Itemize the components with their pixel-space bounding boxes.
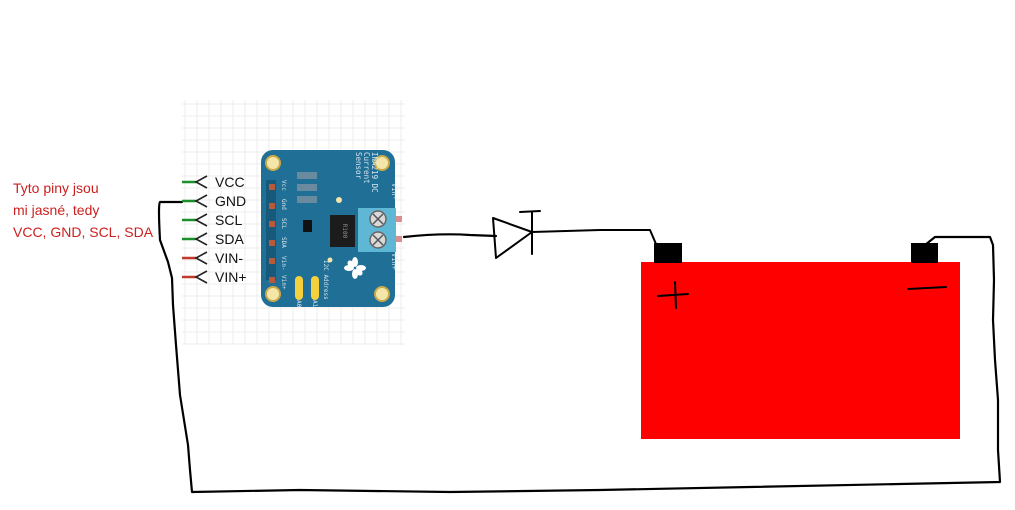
pin-vin-: VIN+ bbox=[182, 269, 247, 285]
smd-components bbox=[297, 172, 317, 203]
silk-jumper-a1: A1 bbox=[311, 300, 318, 308]
mount-hole-bottom-left bbox=[265, 286, 281, 302]
annotation-line-3: VCC, GND, SCL, SDA bbox=[13, 224, 154, 240]
silk-terminal-1: Vin- bbox=[390, 183, 398, 200]
silk-left-label: Gnd bbox=[280, 199, 287, 210]
pin-label: SDA bbox=[215, 231, 244, 247]
small-hole-2 bbox=[327, 257, 333, 263]
silk-left-label: Vcc bbox=[280, 180, 287, 191]
pin-label: VCC bbox=[215, 174, 245, 190]
annotation-line-2: mi jasné, tedy bbox=[13, 202, 100, 218]
pin-label: SCL bbox=[215, 212, 242, 228]
board-title-line: Current bbox=[362, 152, 371, 184]
pin-vcc: VCC bbox=[182, 174, 245, 190]
mount-hole-bottom-right bbox=[374, 286, 390, 302]
pin-connector-icon bbox=[194, 194, 208, 208]
pin-vin-: VIN- bbox=[182, 250, 243, 266]
battery-positive-terminal bbox=[654, 243, 682, 263]
silk-jumper-a0: A0 bbox=[295, 300, 302, 308]
pin-connector-icon bbox=[194, 213, 208, 227]
board-title-line: INA219 DC bbox=[370, 152, 379, 193]
terminal-contact bbox=[396, 236, 402, 242]
battery-body bbox=[641, 262, 960, 439]
pin-scl: SCL bbox=[182, 212, 242, 228]
annotation-line-1: Tyto piny jsou bbox=[13, 180, 99, 196]
jumper-a0 bbox=[295, 276, 303, 300]
terminal-contact bbox=[396, 216, 402, 222]
mount-hole-top-right bbox=[374, 155, 390, 171]
pin-sda: SDA bbox=[182, 231, 244, 247]
battery bbox=[641, 243, 960, 439]
wire-terminal-to-diode bbox=[402, 233, 498, 239]
shunt-label: R100 bbox=[341, 224, 348, 239]
pin-label: VIN+ bbox=[215, 269, 247, 285]
shunt-resistor bbox=[330, 215, 355, 247]
silk-left-label: SCL bbox=[280, 218, 287, 229]
mount-hole-top-left bbox=[265, 155, 281, 171]
diode-icon bbox=[492, 210, 657, 259]
silk-terminal-2: Vin+ bbox=[390, 253, 398, 270]
pin-connector-icon bbox=[194, 251, 208, 265]
pin-header: VCC GND SCL SDA VIN- VIN+ bbox=[182, 174, 247, 285]
pin-connector-icon bbox=[194, 232, 208, 246]
silk-left-label: Vin+ bbox=[280, 275, 287, 290]
pin-gnd: GND bbox=[182, 193, 246, 209]
jumper-a1 bbox=[311, 276, 319, 300]
adafruit-logo-icon bbox=[344, 257, 366, 279]
silk-address: I2C Address bbox=[322, 260, 329, 300]
small-hole-1 bbox=[336, 197, 342, 203]
pin-label: GND bbox=[215, 193, 246, 209]
battery-negative-terminal bbox=[911, 243, 938, 263]
screw-slot bbox=[372, 213, 384, 225]
pin-connector-icon bbox=[194, 175, 208, 189]
board-title-line: Sensor bbox=[354, 152, 363, 180]
circuit-wire bbox=[157, 200, 1002, 494]
sensor-chip bbox=[303, 220, 312, 232]
silk-left-label: SDA bbox=[280, 237, 287, 248]
pin-connector-icon bbox=[194, 270, 208, 284]
battery-plus-sign-icon bbox=[657, 281, 689, 309]
header-pads bbox=[266, 180, 276, 283]
battery-minus-sign-icon bbox=[907, 286, 947, 290]
screw-slot bbox=[372, 234, 384, 246]
silk-left-label: Vin- bbox=[280, 256, 287, 270]
pin-label: VIN- bbox=[215, 250, 243, 266]
